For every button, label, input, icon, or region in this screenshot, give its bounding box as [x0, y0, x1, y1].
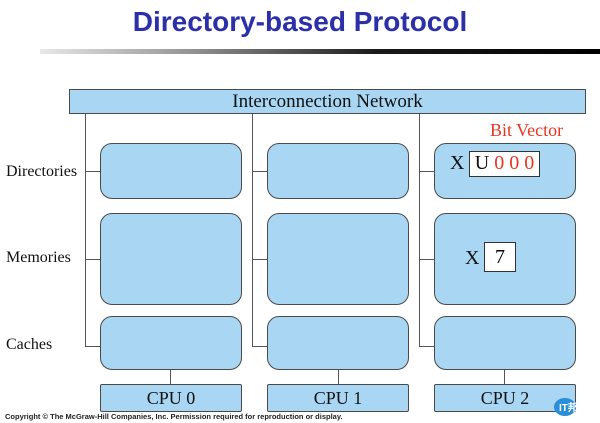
directory-0 — [100, 143, 242, 199]
connector-line — [419, 259, 434, 260]
directory-entry: U 0 0 0 — [469, 151, 540, 177]
presence-bit-2: 0 — [524, 152, 535, 174]
presence-bit-1: 0 — [509, 152, 520, 174]
connector-line — [85, 259, 100, 260]
connector-line — [85, 346, 100, 347]
connector-line — [252, 259, 267, 260]
caches-label: Caches — [6, 336, 53, 353]
cache-0 — [100, 316, 242, 370]
cpu-2: CPU 2 — [434, 384, 576, 412]
connector-line — [85, 114, 86, 347]
connector-line — [85, 171, 100, 172]
directories-label: Directories — [6, 163, 78, 180]
connector-line — [252, 114, 253, 347]
directory-entry-tag: X — [450, 152, 465, 174]
title-divider — [40, 49, 600, 54]
connector-line — [419, 114, 420, 347]
interconnection-network: Interconnection Network — [69, 89, 586, 114]
connector-line — [338, 370, 339, 384]
copyright-notice: Copyright © The McGraw-Hill Companies, I… — [5, 412, 343, 421]
connector-line — [252, 346, 267, 347]
ithome-logo-icon: IT邦幫忙 — [554, 398, 595, 416]
connector-line — [504, 370, 505, 384]
directory-state: U — [474, 152, 490, 174]
cache-1 — [267, 316, 409, 370]
connector-line — [419, 171, 434, 172]
cpu-1: CPU 1 — [267, 384, 409, 412]
cache-2 — [434, 316, 576, 370]
bit-vector-label: Bit Vector — [490, 120, 564, 140]
memories-label: Memories — [6, 249, 71, 266]
presence-bit-0: 0 — [494, 152, 505, 174]
slide-title: Directory-based Protocol — [132, 6, 468, 37]
memory-1 — [267, 213, 409, 305]
logo-text: IT邦幫忙 — [559, 401, 595, 414]
connector-line — [252, 171, 267, 172]
memory-0 — [100, 213, 242, 305]
connector-line — [170, 370, 171, 384]
memory-entry-tag: X — [465, 247, 480, 269]
directory-1 — [267, 143, 409, 199]
memory-entry-value: 7 — [484, 242, 516, 272]
cpu-0: CPU 0 — [100, 384, 242, 412]
connector-line — [419, 346, 434, 347]
